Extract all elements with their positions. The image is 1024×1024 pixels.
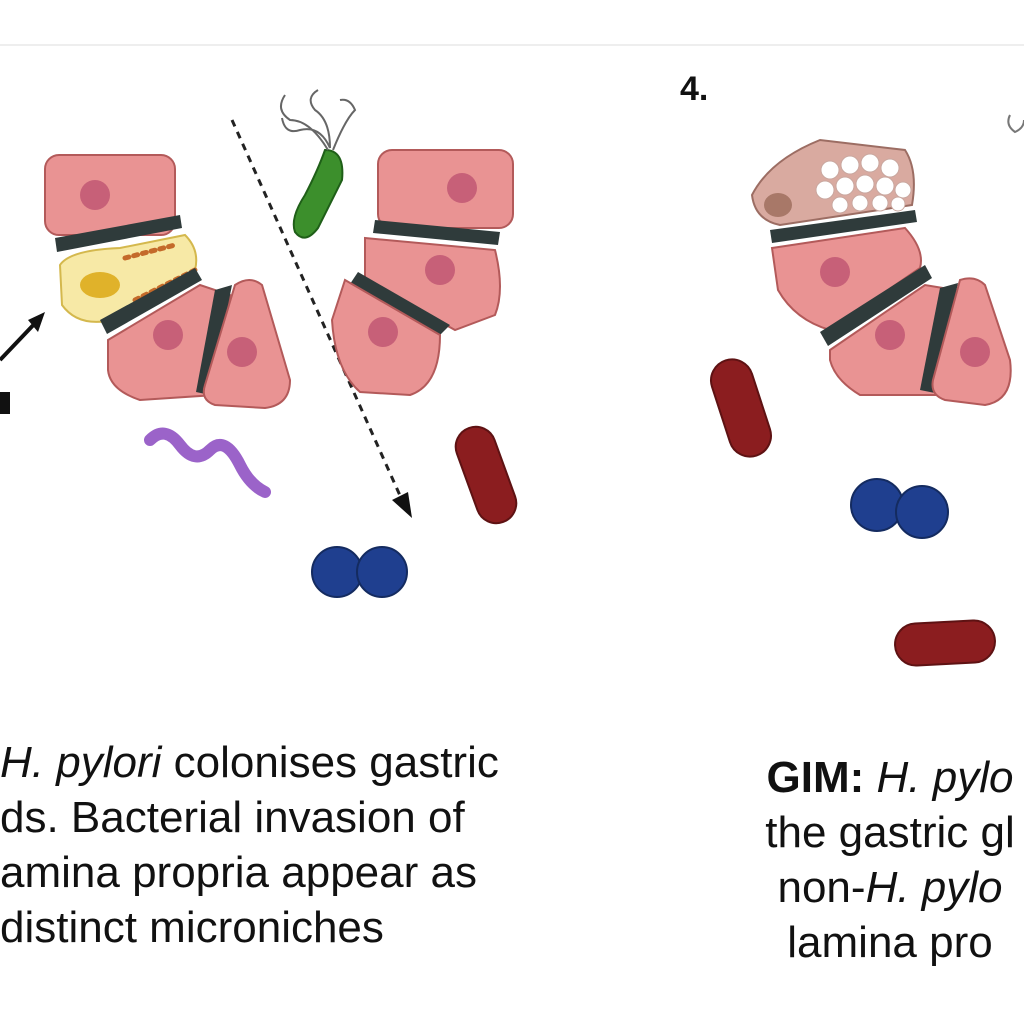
caption-italic: H. pylo <box>865 863 1003 912</box>
caption-left-line-1: H. pylori colonises gastric <box>0 735 499 790</box>
flagella <box>280 89 357 151</box>
caption-italic: H. pylori <box>0 738 162 787</box>
goblet-cell <box>750 138 915 227</box>
h-pylori-bacterium <box>280 89 357 239</box>
panel-number: 4. <box>680 70 709 108</box>
cell-junction <box>350 272 450 335</box>
caption-left-line-3: amina propria appear as <box>0 848 477 897</box>
caption-right-line-1: GIM: H. pylo <box>700 750 1024 805</box>
caption-left: H. pylori colonises gastric ds. Bacteria… <box>0 735 499 955</box>
right-epithelium-gim <box>770 210 1012 407</box>
right-epithelium <box>330 149 514 397</box>
nucleus <box>227 337 257 367</box>
mucin-granules <box>815 153 912 214</box>
diplococcus <box>311 546 408 598</box>
yellow-cell-nucleus <box>80 272 120 298</box>
caption-right-line-2: the gastric gl <box>765 808 1015 857</box>
nucleus <box>80 180 110 210</box>
rod-bacterium <box>710 358 772 458</box>
nucleus <box>153 320 183 350</box>
yellow-cell <box>58 233 198 323</box>
caption-left-line-4: distinct microniches <box>0 903 384 952</box>
cell-junction <box>373 220 500 245</box>
nucleus <box>368 317 398 347</box>
flagella-fragment <box>1007 114 1024 134</box>
epithelial-cell <box>364 236 501 332</box>
nucleus <box>447 173 477 203</box>
cell-junction <box>100 268 202 334</box>
diplococcus <box>850 478 949 539</box>
rod-bacterium <box>894 619 996 667</box>
caption-left-line-2: ds. Bacterial invasion of <box>0 793 465 842</box>
left-epithelium <box>44 154 292 410</box>
caption-right-line-4: lamina pro <box>787 918 993 967</box>
spiral-bacterium <box>144 427 271 498</box>
cell-junction <box>920 283 958 393</box>
caption-italic: H. pylo <box>864 753 1014 802</box>
cell-junction <box>55 215 182 252</box>
caption-bold: GIM: <box>766 753 865 802</box>
pointer-arrow <box>0 312 45 414</box>
nucleus <box>425 255 455 285</box>
nucleus <box>820 257 850 287</box>
cell-junction <box>820 265 932 346</box>
caption-right: GIM: H. pylo the gastric gl non-H. pylo … <box>700 750 1024 970</box>
cell-junction <box>196 285 232 395</box>
rod-bacterium <box>454 425 518 525</box>
caption-right-line-3: non-H. pylo <box>700 860 1024 915</box>
nucleus <box>960 337 990 367</box>
caption-text: non- <box>777 863 866 912</box>
epithelial-cell <box>377 149 514 229</box>
invasion-arrow <box>230 119 412 518</box>
cell-junction <box>770 210 917 243</box>
nucleus <box>875 320 905 350</box>
caption-text: colonises gastric <box>161 738 499 787</box>
